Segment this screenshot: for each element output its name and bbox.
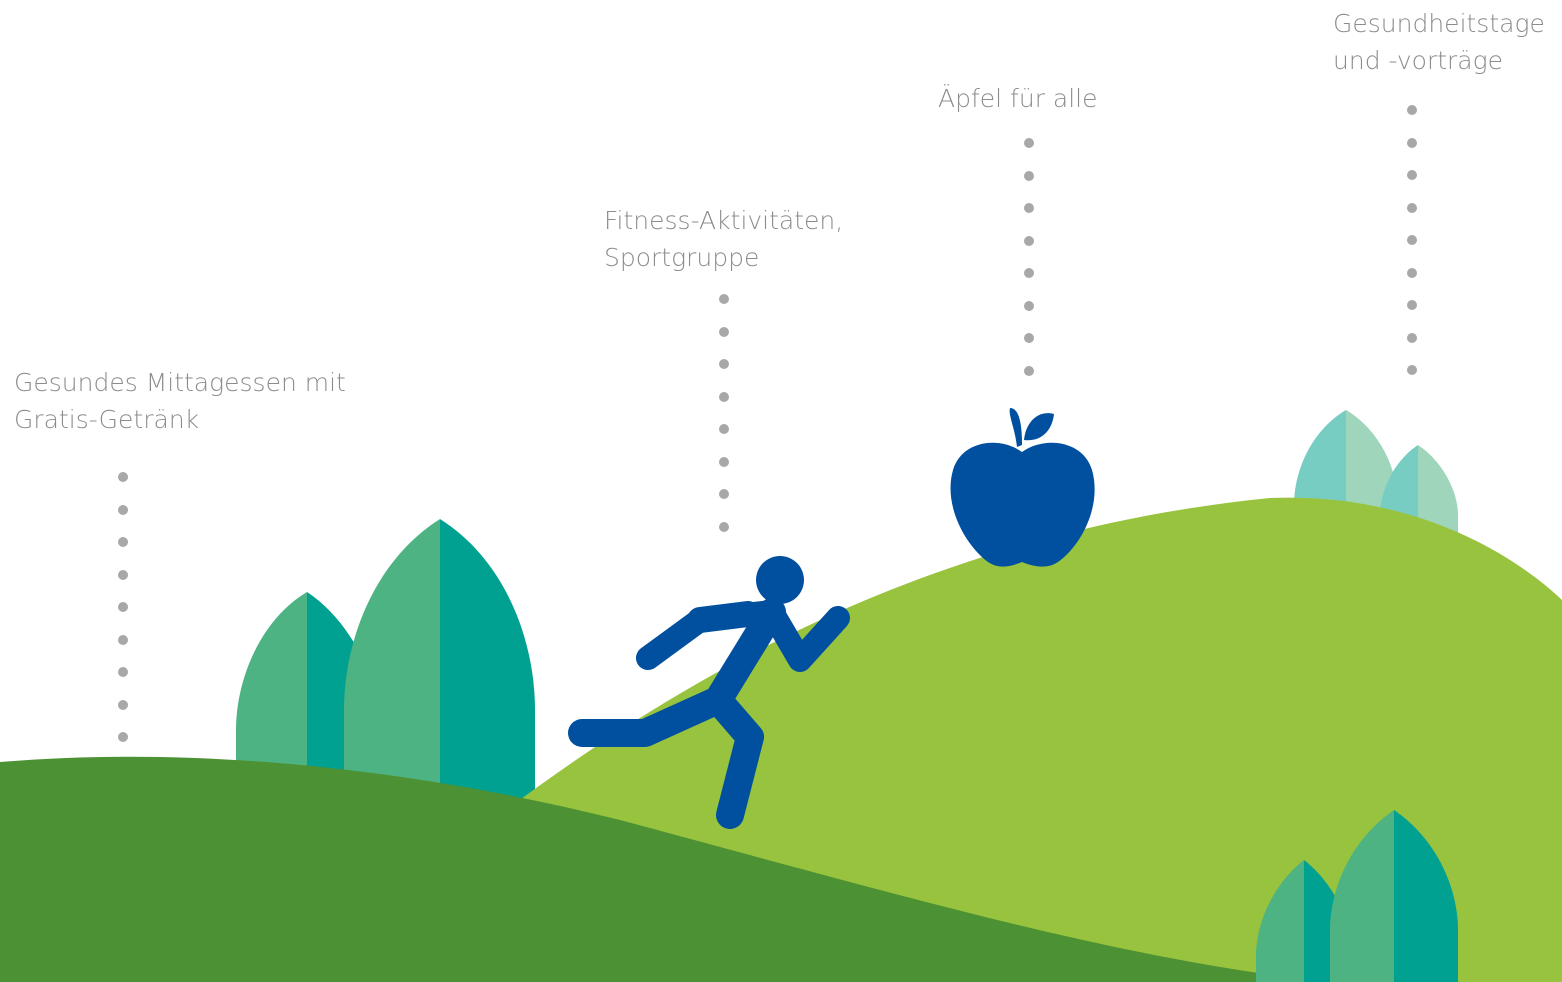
label-health-days: Gesundheitstage und -vorträge [1333,5,1545,79]
connector-dot [719,327,729,337]
connector-dot [118,505,128,515]
running-person-icon [568,556,850,829]
connector-dot [719,457,729,467]
connector-dot [118,472,128,482]
label-line: Sportgruppe [604,243,760,272]
connector-health [1407,105,1417,375]
connector-dot [1024,171,1034,181]
connector-lunch [118,472,128,742]
dark-hill [0,756,1330,982]
label-line: Gesundheitstage [1333,9,1545,38]
connector-dot [118,635,128,645]
connector-dot [1024,203,1034,213]
connector-dot [719,489,729,499]
connector-dot [1407,105,1417,115]
connector-dot [1024,138,1034,148]
label-line: Fitness-Aktivitäten, [604,206,844,235]
connector-dot [1407,333,1417,343]
connector-dot [1407,203,1417,213]
connector-apples [1024,138,1034,376]
connector-dot [1407,235,1417,245]
label-apples: Äpfel für alle [938,80,1098,117]
connector-dot [719,392,729,402]
connector-dot [719,294,729,304]
label-healthy-lunch: Gesundes Mittagessen mit Gratis-Getränk [14,364,346,438]
connector-dot [118,570,128,580]
connector-dot [118,602,128,612]
apple-icon [950,408,1095,567]
connector-fitness [719,294,729,532]
connector-dot [1407,268,1417,278]
connector-dot [118,537,128,547]
connector-dot [1407,365,1417,375]
label-fitness: Fitness-Aktivitäten, Sportgruppe [604,202,843,276]
connector-dot [1024,268,1034,278]
label-line: Gesundes Mittagessen mit [14,368,346,397]
connector-dot [719,522,729,532]
connector-dot [1024,236,1034,246]
connector-dot [118,732,128,742]
connector-dot [1407,170,1417,180]
connector-dot [1407,138,1417,148]
label-line: Gratis-Getränk [14,405,200,434]
connector-dot [1024,366,1034,376]
connector-dot [1407,300,1417,310]
leaf-bush-icon [1330,810,1458,982]
label-line: und -vorträge [1333,46,1504,75]
connector-dot [719,424,729,434]
label-line: Äpfel für alle [938,84,1098,113]
leaf-bush-icon [344,519,535,800]
connector-dot [118,700,128,710]
connector-dot [118,667,128,677]
connector-dot [719,359,729,369]
connector-dot [1024,301,1034,311]
connector-dot [1024,333,1034,343]
